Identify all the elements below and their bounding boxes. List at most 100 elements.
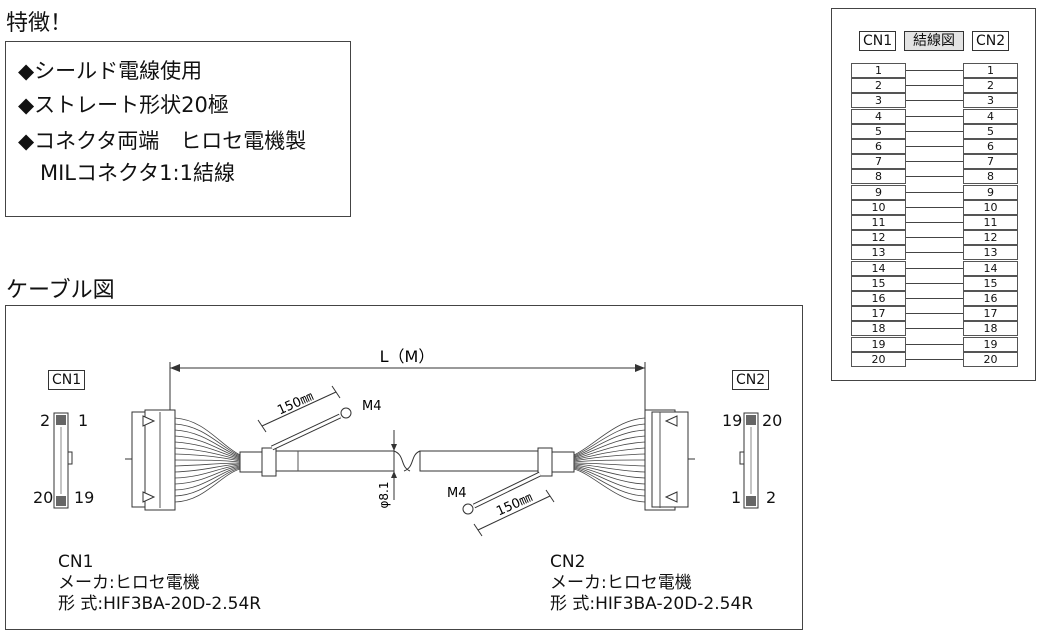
wiring-cn2-pin: 18 (963, 321, 1018, 337)
wiring-cn2-pin: 19 (963, 336, 1018, 352)
wiring-cn2-pin: 20 (963, 351, 1018, 367)
m4-label-top: M4 (362, 399, 382, 414)
wiring-cn2-pin: 10 (963, 199, 1018, 215)
left-cable-section (239, 447, 421, 477)
wiring-cn1-pin: 17 (851, 306, 906, 322)
cn2-pin-label: 1 (731, 488, 742, 507)
cn1-info-maker: メーカ:ヒロセ電機 (58, 573, 200, 593)
wiring-cn1-pin: 19 (851, 336, 906, 352)
wiring-line (906, 237, 963, 239)
features-title: 特徴！ (6, 11, 73, 36)
wiring-line (906, 100, 963, 102)
features-box: ◆シールド電線使用 ◆ストレート形状20極 ◆コネクタ両端 ヒロセ電機製 MIL… (5, 41, 351, 217)
wiring-cn1-pin: 16 (851, 291, 906, 306)
wiring-cn1-pin: 18 (851, 321, 906, 337)
wiring-cn2-pin: 5 (963, 123, 1018, 139)
cn1-info-name: CN1 (58, 552, 94, 572)
wiring-cn2-pin: 12 (963, 230, 1018, 246)
wiring-box (831, 8, 1036, 381)
wiring-cn1-pin: 7 (851, 154, 906, 170)
diameter-dimension: φ8.1 (377, 430, 397, 509)
cn2-info-name: CN2 (550, 552, 586, 572)
wiring-line (906, 222, 963, 223)
wiring-cn1-pin: 4 (851, 108, 906, 124)
wiring-line (906, 328, 963, 330)
wiring-line (906, 313, 963, 315)
right-wire-fan (573, 417, 646, 503)
top-ground-lead: 150㎜ M4 (257, 385, 382, 451)
cn2-pin-label: 2 (766, 488, 777, 507)
cn2-info: CN2 メーカ:ヒロセ電機 形 式:HIF3BA-20D-2.54R (550, 552, 753, 615)
feature-item: MILコネクタ1:1結線 (40, 161, 235, 185)
wiring-cn1-pin: 3 (851, 93, 906, 109)
wiring-cn2-tag: CN2 (972, 31, 1010, 51)
wiring-line (906, 191, 963, 193)
wiring-cn1-pin: 5 (851, 123, 906, 139)
cn1-info: CN1 メーカ:ヒロセ電機 形 式:HIF3BA-20D-2.54R (58, 552, 261, 615)
wiring-line (906, 343, 963, 345)
wiring-cn2-pin: 2 (963, 78, 1018, 94)
wiring-cn1-pin: 6 (851, 139, 906, 154)
wiring-cn1-pin: 13 (851, 245, 906, 261)
length-label: L（M） (380, 347, 435, 366)
diameter-label: φ8.1 (377, 482, 391, 509)
cn1-info-model: 形 式:HIF3BA-20D-2.54R (58, 594, 262, 614)
cn1-pin-label: 2 (40, 411, 51, 430)
cn1-pin-label: 19 (74, 488, 95, 507)
wiring-cn1-pin: 15 (851, 275, 906, 291)
wiring-cn2-pin: 8 (963, 169, 1018, 185)
wiring-cn2-pin: 1 (963, 63, 1018, 78)
right-connector-housing (644, 409, 695, 511)
wiring-line (906, 161, 963, 163)
cn1-tag: CN1 (48, 370, 86, 390)
bottom-ground-lead: 150㎜ M4 (447, 471, 555, 537)
wiring-cn1-pin: 10 (851, 199, 906, 215)
wiring-cn1-tag: CN1 (859, 31, 897, 51)
wiring-line (906, 358, 963, 360)
wiring-cn2-pin: 4 (963, 108, 1018, 124)
wiring-cn2-pin: 7 (963, 154, 1018, 170)
wiring-cn2-pin: 13 (963, 245, 1018, 261)
wiring-cn2-pin: 16 (963, 291, 1018, 306)
wiring-line (906, 85, 963, 87)
wiring-cn2-pin: 3 (963, 93, 1018, 109)
wiring-line (906, 176, 963, 178)
wiring-cn1-pin: 11 (851, 215, 906, 230)
wiring-cn2-pin: 6 (963, 139, 1018, 154)
cn1-pin-label: 1 (78, 411, 89, 430)
cn2-info-model: 形 式:HIF3BA-20D-2.54R (550, 594, 754, 614)
feature-item: ◆コネクタ両端 ヒロセ電機製 (18, 129, 307, 153)
wiring-line (906, 130, 963, 132)
wiring-cn2-pin: 11 (963, 215, 1018, 230)
cn2-pin-label: 19 (722, 411, 743, 430)
left-connector-housing (125, 409, 176, 511)
wiring-line (906, 206, 963, 208)
cn2-info-maker: メーカ:ヒロセ電機 (550, 573, 692, 593)
wiring-cn1-pin: 2 (851, 78, 906, 94)
wiring-cn1-pin: 20 (851, 351, 906, 367)
feature-item: ◆ストレート形状20極 (18, 93, 229, 117)
wiring-line (906, 252, 963, 254)
cn1-pin-label: 20 (33, 488, 54, 507)
wiring-cn1-pin: 1 (851, 63, 906, 78)
feature-item: ◆シールド電線使用 (18, 59, 203, 83)
wiring-line (906, 70, 963, 71)
wiring-line (906, 115, 963, 117)
m4-label-bottom: M4 (447, 486, 467, 501)
cn2-end-view (739, 412, 759, 509)
cable-box (5, 305, 803, 630)
wiring-line (906, 267, 963, 269)
wiring-cn1-pin: 14 (851, 260, 906, 276)
wiring-cn2-pin: 17 (963, 306, 1018, 322)
wiring-cn1-pin: 9 (851, 184, 906, 200)
right-cable-section (419, 447, 575, 477)
cn1-end-view (53, 412, 73, 509)
wiring-cn1-pin: 8 (851, 169, 906, 185)
wiring-title: 結線図 (904, 31, 964, 51)
wiring-cn2-pin: 15 (963, 275, 1018, 291)
left-wire-fan (174, 417, 241, 503)
cable-title: ケーブル図 (6, 278, 115, 303)
wiring-line (906, 298, 963, 299)
cn2-tag: CN2 (732, 370, 770, 390)
